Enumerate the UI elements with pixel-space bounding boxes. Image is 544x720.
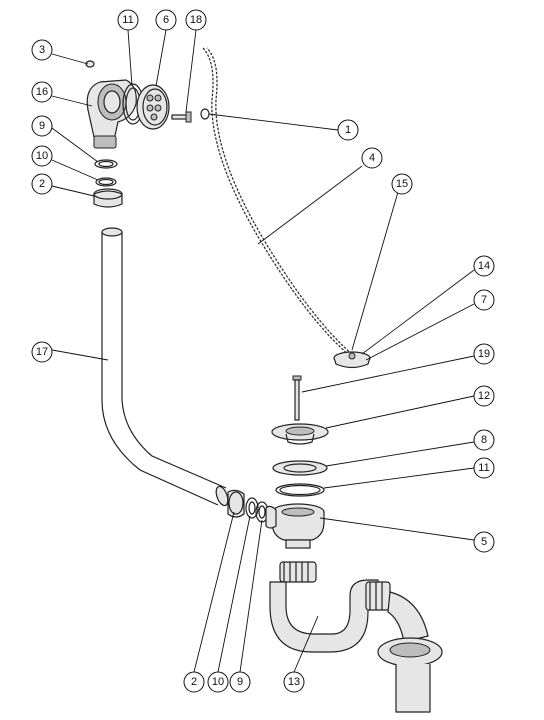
leader-lines	[51, 29, 475, 673]
part-13-trap	[269, 561, 443, 713]
callout-label: 11	[122, 14, 133, 26]
callout-label: 9	[237, 676, 243, 688]
callout-17: 17	[31, 341, 53, 363]
part-18-screw	[171, 111, 192, 123]
part-6-overflow-cover	[136, 84, 170, 130]
part-10-washer-bottom	[245, 497, 259, 519]
callout-11-bottom: 11	[473, 457, 495, 479]
callout-label: 16	[36, 86, 48, 98]
callout-14: 14	[473, 255, 495, 277]
callout-11-top: 11	[117, 9, 139, 31]
part-17-overflow-pipe	[101, 227, 229, 507]
part-19-bolt	[292, 375, 302, 421]
callout-label: 15	[396, 178, 408, 190]
part-9-washer-top	[94, 159, 118, 169]
callout-label: 18	[190, 14, 202, 26]
callout-label: 4	[369, 152, 375, 164]
callout-4: 4	[361, 147, 383, 169]
callout-label: 5	[481, 536, 487, 548]
callout-label: 3	[39, 44, 45, 56]
part-5-waste-body	[265, 503, 325, 549]
callout-8: 8	[473, 429, 495, 451]
callout-label: 6	[163, 14, 169, 26]
callout-10-top: 10	[31, 145, 53, 167]
part-11-ring-bottom	[275, 483, 325, 497]
callout-label: 12	[478, 390, 490, 402]
part-10-washer-top	[95, 177, 117, 187]
callout-2-bottom: 2	[183, 671, 205, 693]
callout-16: 16	[31, 81, 53, 103]
part-15-plug	[333, 351, 371, 369]
part-3-screw	[85, 60, 95, 68]
callout-15: 15	[391, 173, 413, 195]
callout-label: 9	[39, 120, 45, 132]
callout-1: 1	[337, 119, 359, 141]
callout-12: 12	[473, 385, 495, 407]
callout-19: 19	[473, 343, 495, 365]
callout-10-bottom: 10	[207, 671, 229, 693]
callout-3: 3	[31, 39, 53, 61]
callout-7: 7	[473, 289, 495, 311]
callout-6: 6	[155, 9, 177, 31]
callout-label: 17	[36, 346, 48, 358]
part-1-o-ring	[200, 108, 210, 120]
callout-13: 13	[283, 671, 305, 693]
callout-label: 14	[478, 260, 490, 272]
callout-2-top: 2	[31, 173, 53, 195]
part-2-nut-top	[93, 188, 123, 208]
callout-5: 5	[473, 531, 495, 553]
part-2-nut-bottom	[227, 489, 245, 518]
callout-label: 13	[288, 676, 300, 688]
callout-9-top: 9	[31, 115, 53, 137]
callout-9-bottom: 9	[229, 671, 251, 693]
callout-label: 2	[191, 676, 197, 688]
callout-label: 1	[345, 124, 351, 136]
callout-label: 10	[36, 150, 48, 162]
callout-label: 19	[478, 348, 490, 360]
part-8-gasket	[272, 460, 328, 476]
callout-label: 8	[481, 434, 487, 446]
callout-label: 11	[478, 462, 489, 474]
callout-18: 18	[185, 9, 207, 31]
callout-label: 2	[39, 178, 45, 190]
part-12-waste-flange	[271, 423, 329, 445]
callout-label: 10	[212, 676, 224, 688]
callout-label: 7	[481, 294, 487, 306]
part-4-chain	[202, 47, 355, 357]
